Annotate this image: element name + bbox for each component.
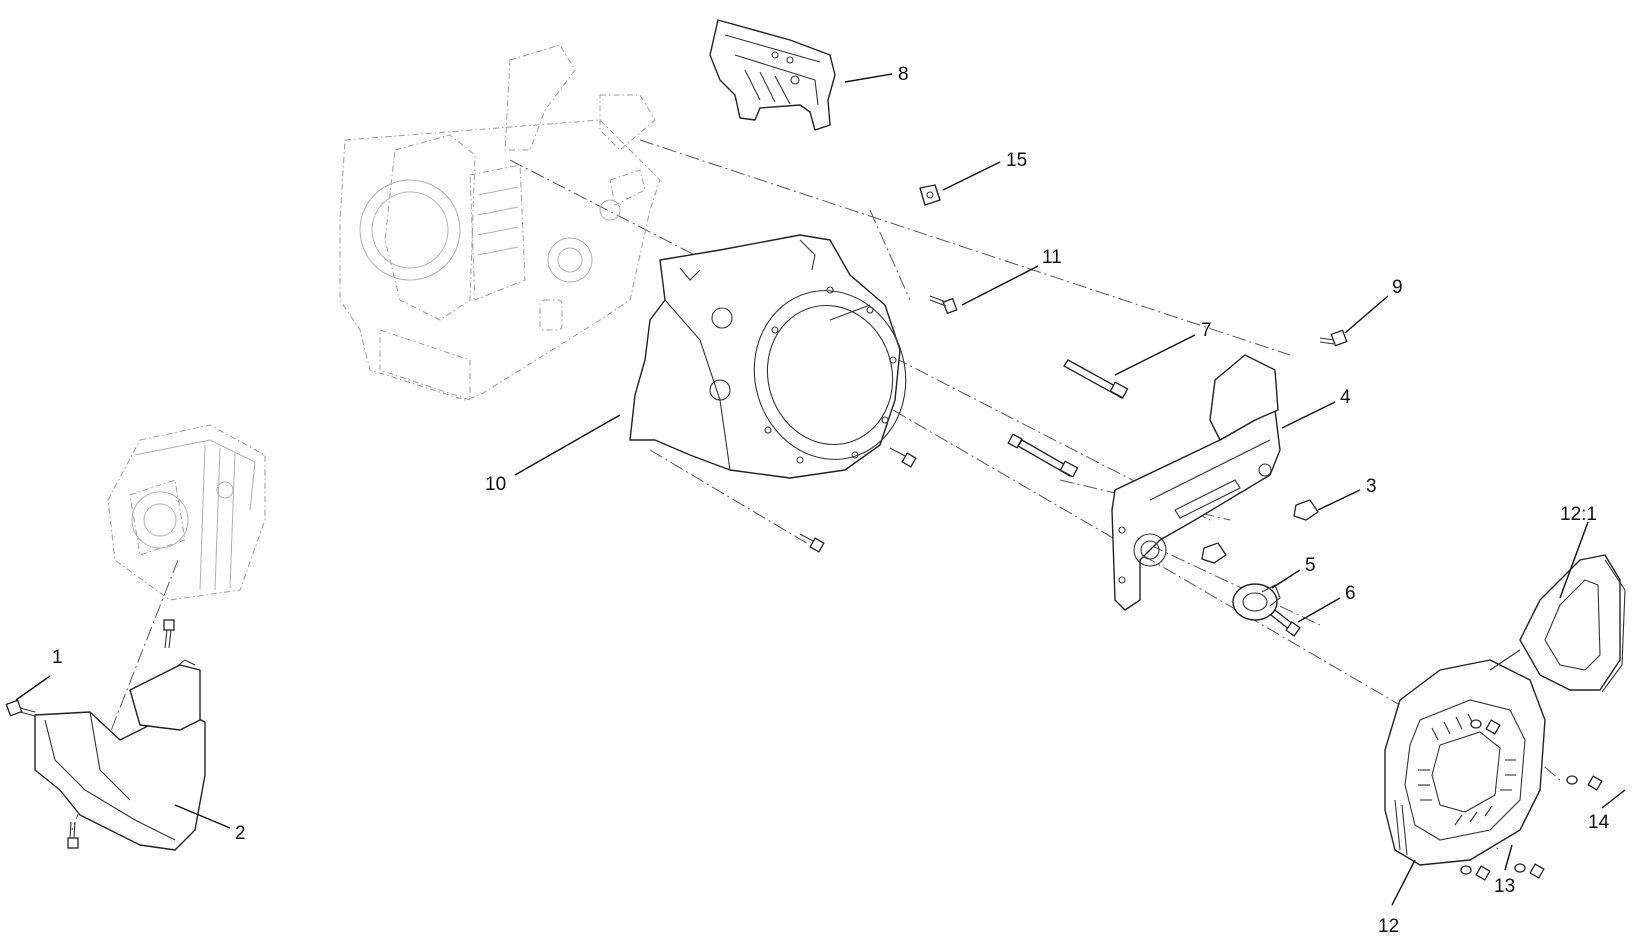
callout-10: 10 — [485, 414, 621, 495]
callout-3: 3 — [1317, 476, 1377, 511]
part-15-clip — [919, 184, 941, 206]
callout-2-label: 2 — [235, 823, 246, 844]
part-12-recoil-starter — [1384, 659, 1546, 866]
cylinder-head-phantom — [107, 424, 266, 601]
callout-4-label: 4 — [1340, 387, 1351, 408]
callout-7-label: 7 — [1201, 320, 1212, 341]
callout-4: 4 — [1281, 387, 1351, 429]
callout-12: 12 — [1378, 859, 1416, 937]
callout-7: 7 — [1114, 320, 1212, 376]
part-12-1-starter-handle — [1489, 554, 1626, 693]
callout-15-label: 15 — [1006, 150, 1027, 171]
callout-10-label: 10 — [485, 474, 506, 495]
part-10-blower-housing — [629, 234, 907, 479]
callout-6-label: 6 — [1345, 583, 1356, 604]
housing-bolts — [799, 447, 917, 553]
callout-12-label: 12 — [1378, 916, 1399, 937]
callout-8-label: 8 — [898, 64, 909, 85]
part-11-bolt — [929, 295, 958, 315]
callout-13-label: 13 — [1494, 876, 1515, 897]
callout-13: 13 — [1494, 844, 1515, 897]
callouts: 1 2 3 4 5 6 7 8 — [15, 64, 1626, 937]
part-5-starter-pulley — [1232, 583, 1281, 621]
callout-11-label: 11 — [1042, 247, 1062, 268]
callout-12-1: 12:1 — [1559, 504, 1597, 599]
part-7-studs — [1007, 359, 1129, 478]
callout-1: 1 — [15, 647, 63, 701]
part-9-bolt — [1319, 329, 1348, 347]
callout-8: 8 — [844, 64, 909, 85]
callout-6: 6 — [1297, 583, 1356, 623]
head-shield-bolts — [67, 619, 175, 849]
part-2-head-shield — [34, 659, 206, 851]
callout-3-label: 3 — [1366, 476, 1377, 497]
part-13-screws — [1460, 719, 1545, 881]
part-1-bolt — [5, 699, 36, 717]
callout-14: 14 — [1588, 789, 1626, 833]
callout-1-label: 1 — [52, 647, 63, 668]
part-4-starter-bracket — [1111, 354, 1281, 611]
part-6-screw — [1270, 609, 1301, 637]
engine-block-phantom — [339, 44, 661, 401]
callout-2: 2 — [174, 804, 246, 844]
callout-9: 9 — [1344, 277, 1403, 334]
part-8-cylinder-shroud — [709, 19, 836, 131]
callout-5: 5 — [1271, 555, 1316, 589]
recoil-vent-slots — [1418, 713, 1516, 826]
callout-5-label: 5 — [1305, 555, 1316, 576]
callout-14-label: 14 — [1588, 812, 1610, 833]
callout-11: 11 — [961, 247, 1062, 306]
part-3-cap-nut — [1201, 499, 1319, 564]
callout-15: 15 — [942, 150, 1027, 191]
part-14-screw — [1566, 775, 1603, 791]
callout-12-1-label: 12:1 — [1560, 504, 1597, 525]
callout-9-label: 9 — [1392, 277, 1403, 298]
blower-housing-bolt-holes — [764, 286, 897, 464]
